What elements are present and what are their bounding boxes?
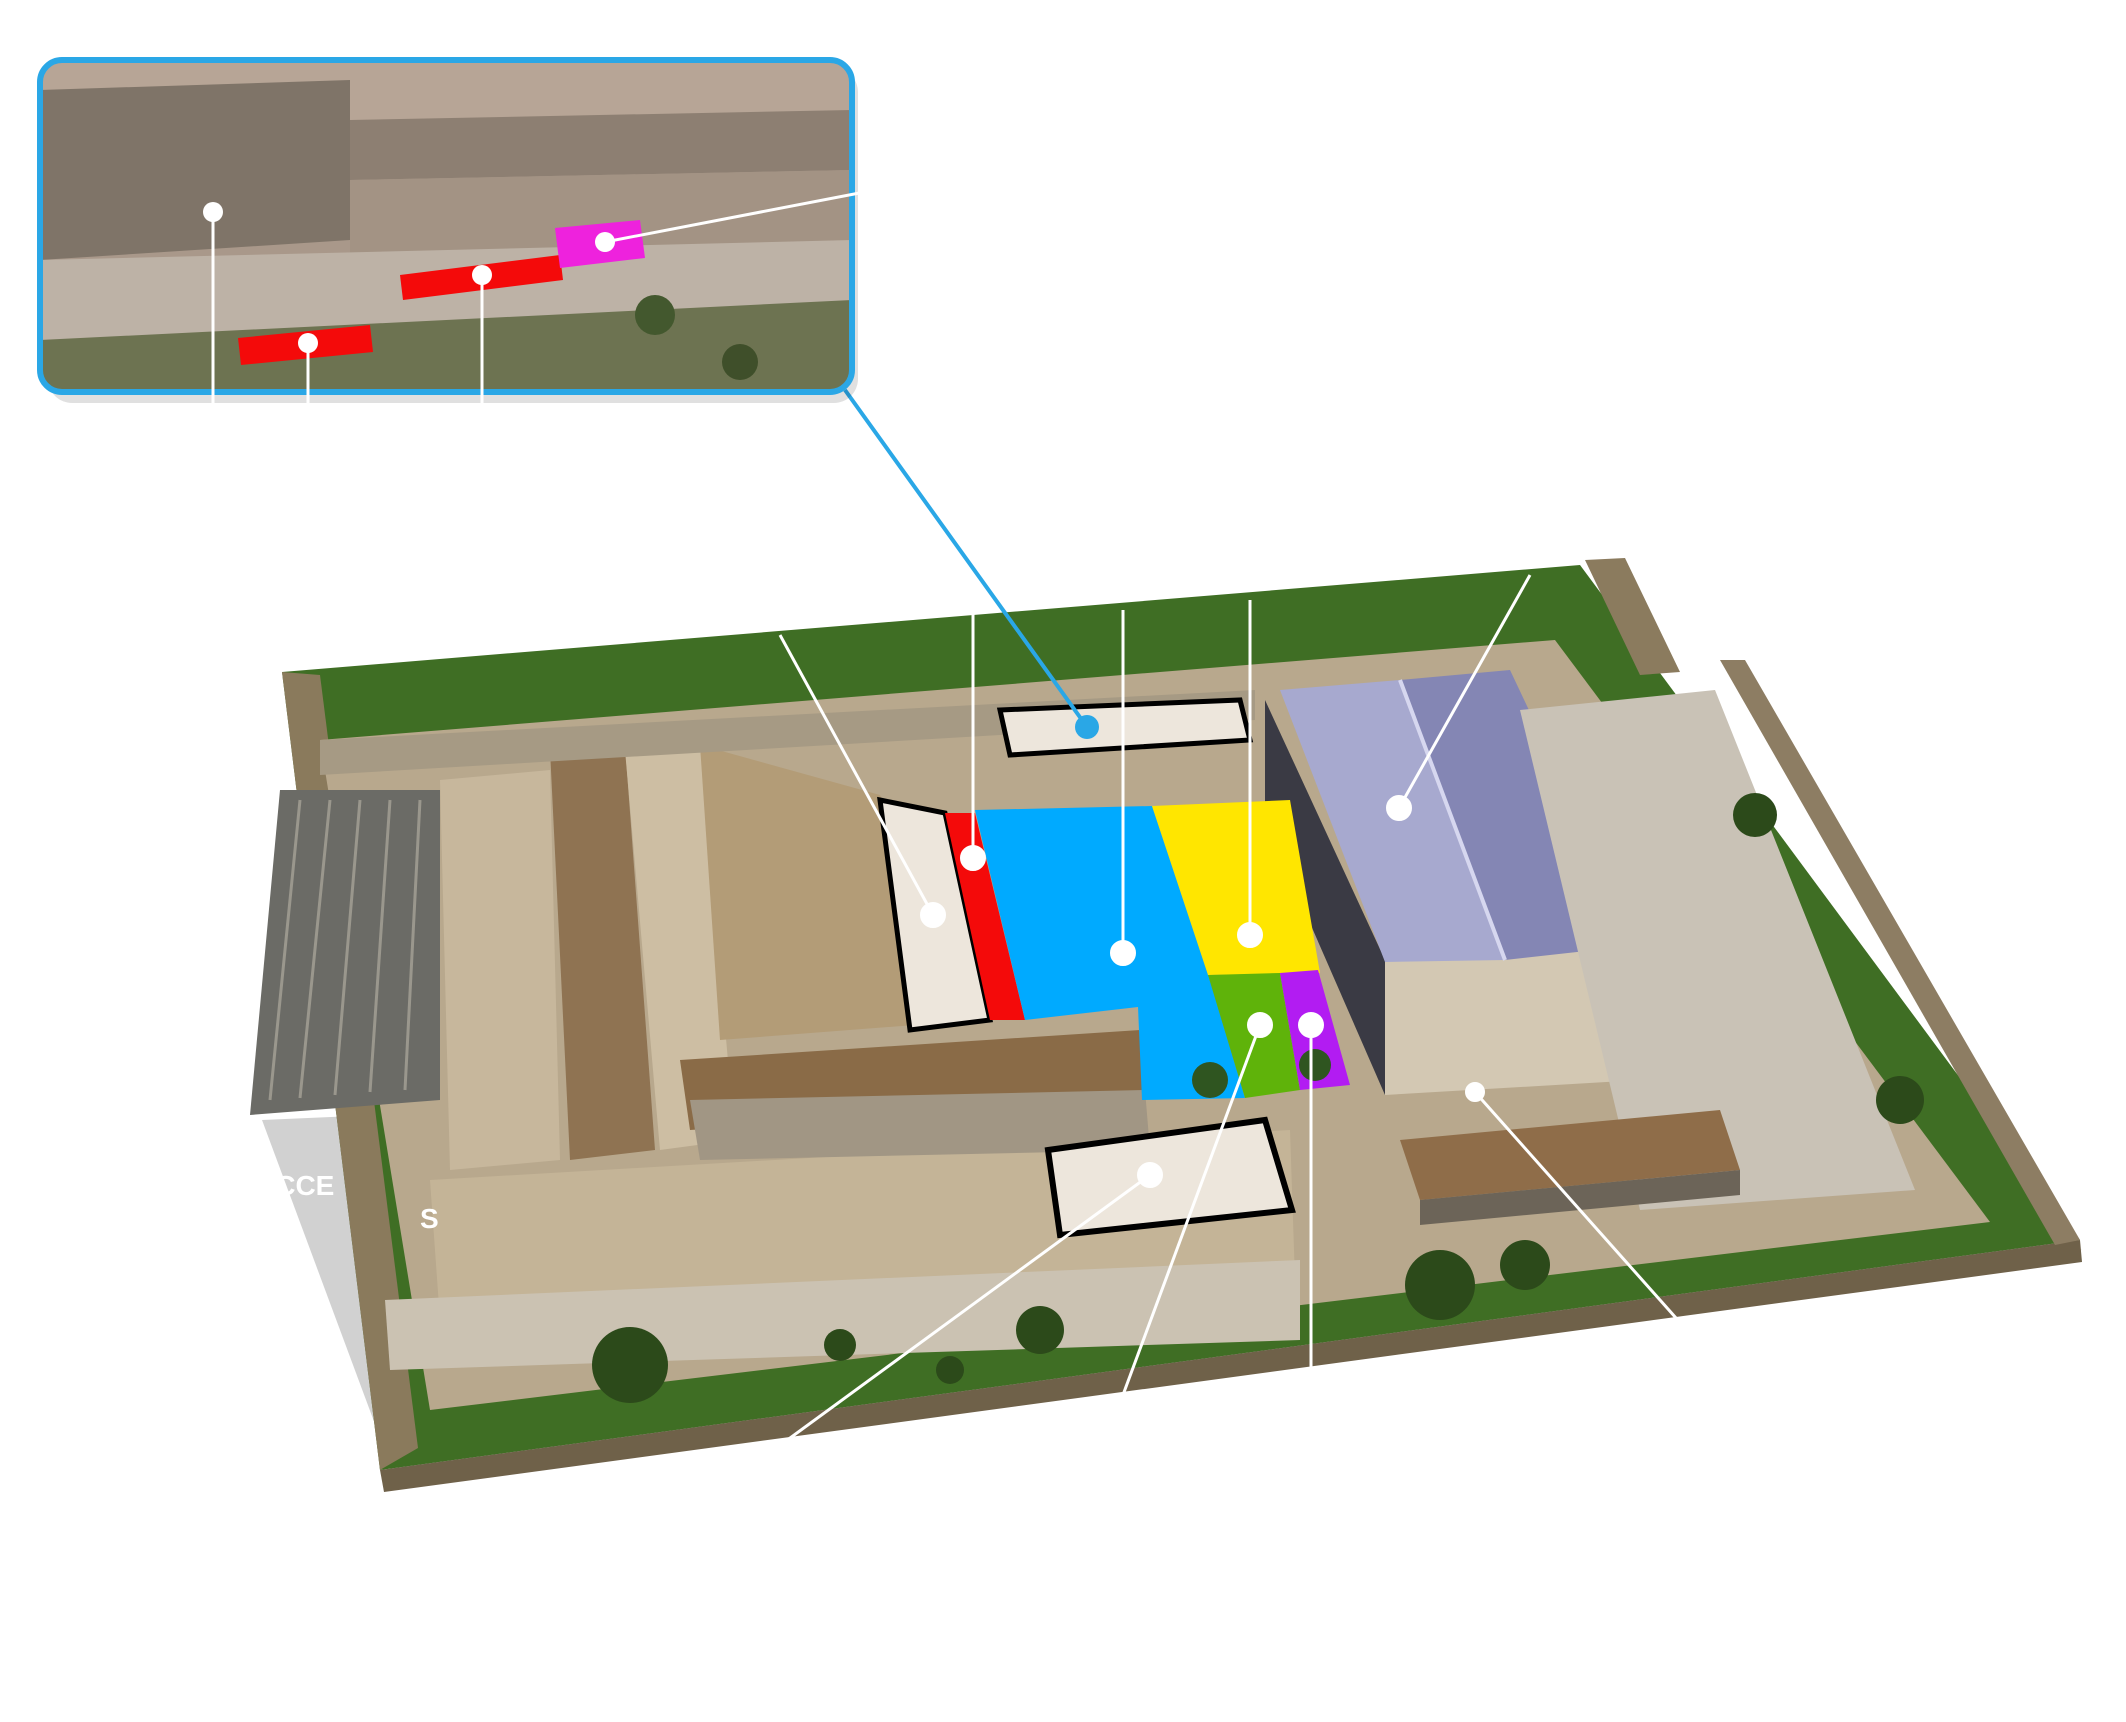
- inset-label-fragment: INSTA: [425, 423, 507, 454]
- corner-post: [1585, 558, 1680, 675]
- marker-purple: [1298, 1012, 1324, 1038]
- marker-white-bottom: [1137, 1162, 1163, 1188]
- left-bleachers: [250, 790, 440, 1115]
- right-yard: [1520, 690, 1915, 1210]
- inset-leader-lines: [211, 188, 876, 428]
- right-wall: [1720, 660, 2080, 1245]
- inset-connector-line: [843, 388, 1089, 729]
- marker-yellow: [1237, 922, 1263, 948]
- label-left-fragment: ACCE: [255, 1170, 334, 1201]
- zone-yellow: [1152, 800, 1320, 975]
- label-left-fragment-2: S: [420, 1203, 439, 1234]
- inset-markers: [203, 202, 615, 353]
- lower-building-face: [690, 1090, 1150, 1160]
- inset-border: [37, 57, 855, 395]
- hangar-roof-left: [1280, 680, 1505, 962]
- left-block-a: [440, 770, 560, 1170]
- inset-panel: INSTA: [37, 57, 876, 454]
- bleacher-rows: [268, 799, 422, 1101]
- marker-red: [960, 845, 986, 871]
- shed-roof: [1400, 1110, 1740, 1200]
- left-block-b: [550, 745, 655, 1160]
- zone-markers: [920, 795, 1485, 1188]
- shed-face: [1420, 1170, 1740, 1225]
- marker-green: [1247, 1012, 1273, 1038]
- hangar-side: [1265, 700, 1385, 1095]
- marker-hangar: [1386, 795, 1412, 821]
- hangar-front: [1385, 945, 1640, 1095]
- site-edge-front: [380, 1240, 2082, 1492]
- palm-trees: [1192, 1049, 1331, 1098]
- trees: [592, 793, 1924, 1403]
- hangar-ridge: [1398, 679, 1507, 961]
- marker-white-left: [920, 902, 946, 928]
- leader-lines: [759, 570, 1702, 1462]
- marker-blue: [1110, 940, 1136, 966]
- marker-shed: [1465, 1082, 1485, 1102]
- marker-white-top: [1075, 715, 1099, 739]
